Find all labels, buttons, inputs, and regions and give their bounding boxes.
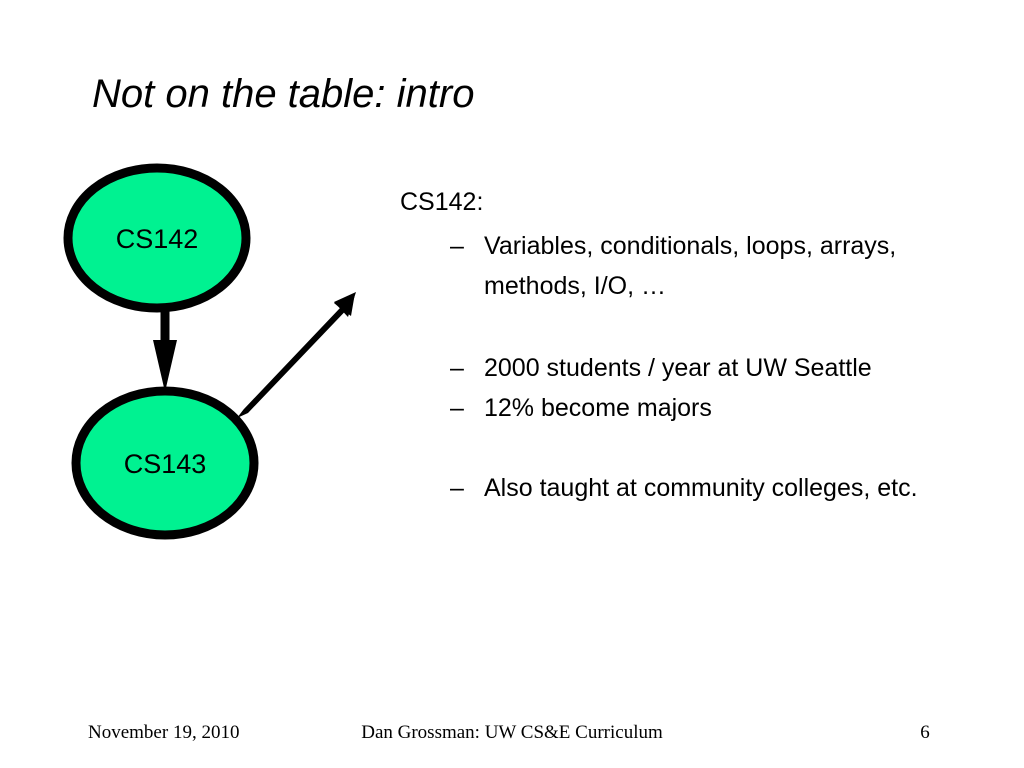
slide-footer: November 19, 2010 Dan Grossman: UW CS&E … — [0, 722, 1024, 752]
bullet-text: 12% become majors — [484, 394, 712, 422]
bullet-group-3: – Also taught at community colleges, etc… — [400, 468, 960, 508]
content-column: CS142: – Variables, conditionals, loops,… — [400, 186, 960, 508]
diagram-node-cs142: CS142 — [63, 163, 251, 313]
bullet-group-2: – 2000 students / year at UW Seattle – 1… — [400, 348, 960, 428]
bullet-dash-icon: – — [450, 232, 464, 260]
group-spacer — [400, 428, 960, 468]
bullet-text: Variables, conditionals, loops, arrays, … — [484, 232, 897, 300]
group-spacer — [400, 306, 960, 348]
diagram-node-cs143-label: CS143 — [124, 449, 207, 479]
slide-title: Not on the table: intro — [92, 72, 475, 116]
arrow-cs142-to-cs143 — [153, 300, 177, 392]
footer-date: November 19, 2010 — [88, 722, 240, 743]
bullet-dash-icon: – — [450, 394, 464, 422]
diagram-node-cs143: CS143 — [71, 386, 259, 540]
bullet-group-1: – Variables, conditionals, loops, arrays… — [400, 226, 960, 306]
footer-page-number: 6 — [920, 722, 930, 743]
list-item: – 12% become majors — [450, 388, 960, 428]
diagram-node-cs142-label: CS142 — [116, 224, 199, 254]
list-item: – Variables, conditionals, loops, arrays… — [450, 226, 960, 306]
bullet-dash-icon: – — [450, 474, 464, 502]
list-item: – Also taught at community colleges, etc… — [450, 468, 960, 508]
bullet-dash-icon: – — [450, 354, 464, 382]
footer-title: Dan Grossman: UW CS&E Curriculum — [361, 722, 663, 743]
bullet-text: 2000 students / year at UW Seattle — [484, 354, 872, 382]
course-flow-diagram: CS142 CS143 — [40, 150, 440, 570]
arrow-cs143-outgoing — [237, 292, 356, 418]
list-item: – 2000 students / year at UW Seattle — [450, 348, 960, 388]
bullet-text: Also taught at community colleges, etc. — [484, 474, 918, 502]
content-heading: CS142: — [400, 188, 484, 216]
